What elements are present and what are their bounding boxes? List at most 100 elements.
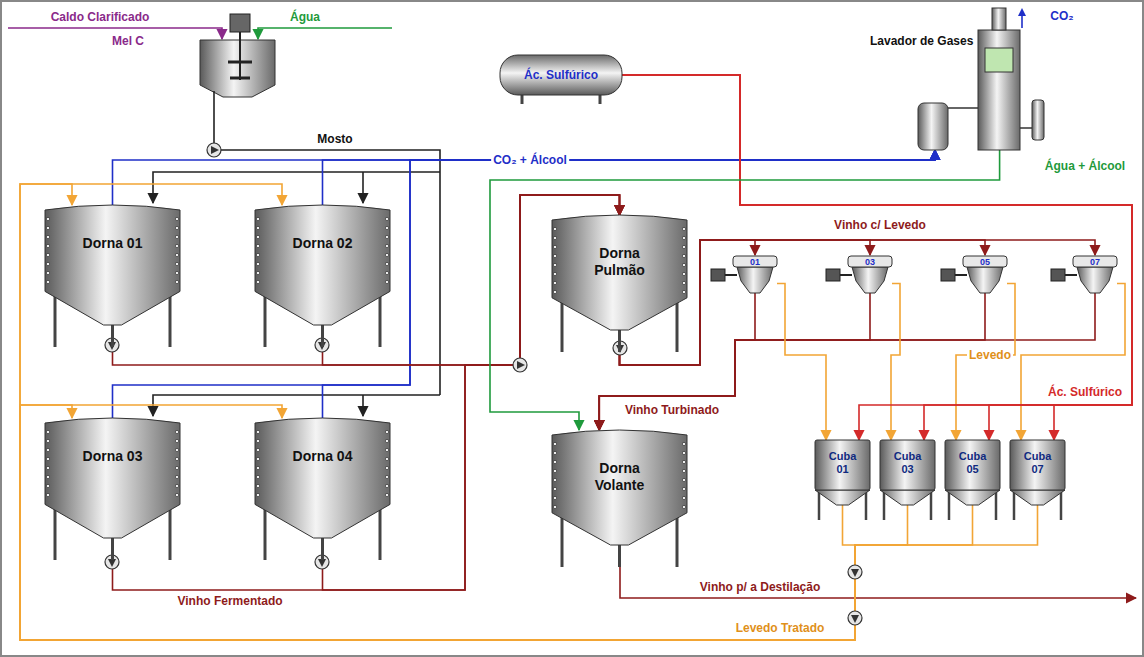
shape-outline <box>385 448 388 451</box>
shape-outline <box>45 418 180 538</box>
shape-outline <box>553 263 556 266</box>
shape-outline <box>682 505 685 508</box>
shape-outline <box>385 226 388 229</box>
shape-outline <box>385 244 388 247</box>
shape-outline <box>385 484 388 487</box>
shape-outline <box>870 8 1030 150</box>
shape-outline <box>553 496 556 499</box>
flow-label: Água + Álcool <box>1043 159 1127 173</box>
mixing-tank <box>239 32 241 80</box>
shape-outline <box>561 513 564 567</box>
shape-outline <box>682 442 685 445</box>
shape-outline <box>945 440 1000 490</box>
flow-label: CO₂ + Álcool <box>491 153 569 167</box>
shape-outline <box>955 274 967 276</box>
shape-outline <box>963 256 1007 267</box>
shape-outline <box>175 235 178 238</box>
shape-outline <box>385 457 388 460</box>
pump-symbol <box>108 559 116 567</box>
shape-outline <box>1020 127 1032 129</box>
shape-outline <box>175 475 178 478</box>
shape-outline <box>978 30 1020 150</box>
shape-outline <box>256 430 259 433</box>
shape-outline <box>682 487 685 490</box>
shape-outline <box>1021 14 1023 28</box>
shape-outline <box>1010 490 1065 505</box>
shape-outline <box>553 290 556 293</box>
shape-outline <box>385 235 388 238</box>
shape-outline <box>45 205 180 325</box>
shape-outline <box>385 217 388 220</box>
shape-outline <box>682 254 685 257</box>
node-text: Lavador de Gases <box>870 34 1030 48</box>
shape-outline <box>553 505 556 508</box>
pipe-connector <box>1021 284 1125 441</box>
shape-outline <box>255 418 390 538</box>
node-text: Dorna 01 <box>80 235 146 252</box>
mixing-tank <box>8 14 392 97</box>
shape-outline <box>561 298 564 352</box>
pipe-connector <box>777 284 826 441</box>
pump-symbol <box>513 358 527 372</box>
wine-outflow-pipe <box>620 545 1136 598</box>
pump-symbol <box>848 611 862 625</box>
shape-outline <box>682 281 685 284</box>
pipe-connector <box>620 240 1096 365</box>
flow-label: Vinho Turbinado <box>623 403 721 417</box>
pipe-connector <box>323 150 935 205</box>
shape-outline <box>46 493 49 496</box>
mosto-pipe <box>362 172 364 203</box>
shape-outline <box>880 490 935 505</box>
pipe-connector <box>113 195 620 590</box>
shape-outline <box>1051 269 1065 281</box>
shape-outline <box>985 48 1013 72</box>
shape-outline <box>553 236 556 239</box>
fermentation-tank: Dorna Pulmão <box>552 215 687 330</box>
shape-outline <box>256 475 259 478</box>
fermentation-tank: Dorna 03 <box>45 418 180 538</box>
shape-outline <box>256 280 259 283</box>
shape-outline <box>676 513 679 567</box>
shape-outline <box>941 269 955 281</box>
shape-outline <box>553 227 556 230</box>
shape-outline <box>553 281 556 284</box>
shape-outline <box>733 256 777 267</box>
shape-outline <box>256 439 259 442</box>
shape-outline <box>264 504 267 560</box>
pipe-connector <box>622 75 1132 440</box>
shape-outline <box>553 478 556 481</box>
mixing-tank <box>228 62 252 78</box>
pipe-connector <box>956 284 1015 441</box>
pump-symbol <box>517 361 525 369</box>
node-text: Dorna 02 <box>290 235 356 252</box>
shape-outline <box>1018 8 1026 16</box>
shape-outline <box>676 298 679 352</box>
shape-outline <box>711 269 725 281</box>
pump-symbol <box>207 143 221 157</box>
pipe-connector <box>113 150 935 205</box>
shape-outline <box>175 271 178 274</box>
shape-outline <box>175 448 178 451</box>
shape-outline <box>553 487 556 490</box>
shape-outline <box>45 205 180 325</box>
flow-label: Levedo <box>967 348 1013 362</box>
pump-symbol <box>848 611 862 625</box>
shape-outline <box>169 504 172 560</box>
shape-outline <box>256 262 259 265</box>
pump-symbol <box>848 565 862 579</box>
shape-outline <box>385 466 388 469</box>
shape-outline <box>46 439 49 442</box>
stream-label: Mosto <box>315 132 354 146</box>
mixing-tank <box>258 28 392 39</box>
fermentation-tank: Dorna 01 <box>45 205 180 325</box>
stream-label: Caldo Clarificado <box>49 10 152 24</box>
pump-symbol <box>513 358 527 372</box>
shape-outline <box>553 245 556 248</box>
shape-outline <box>379 291 382 347</box>
pipe-connector <box>20 405 973 640</box>
node-text: Cuba 01 <box>824 450 862 476</box>
pipe-connector <box>113 195 620 365</box>
